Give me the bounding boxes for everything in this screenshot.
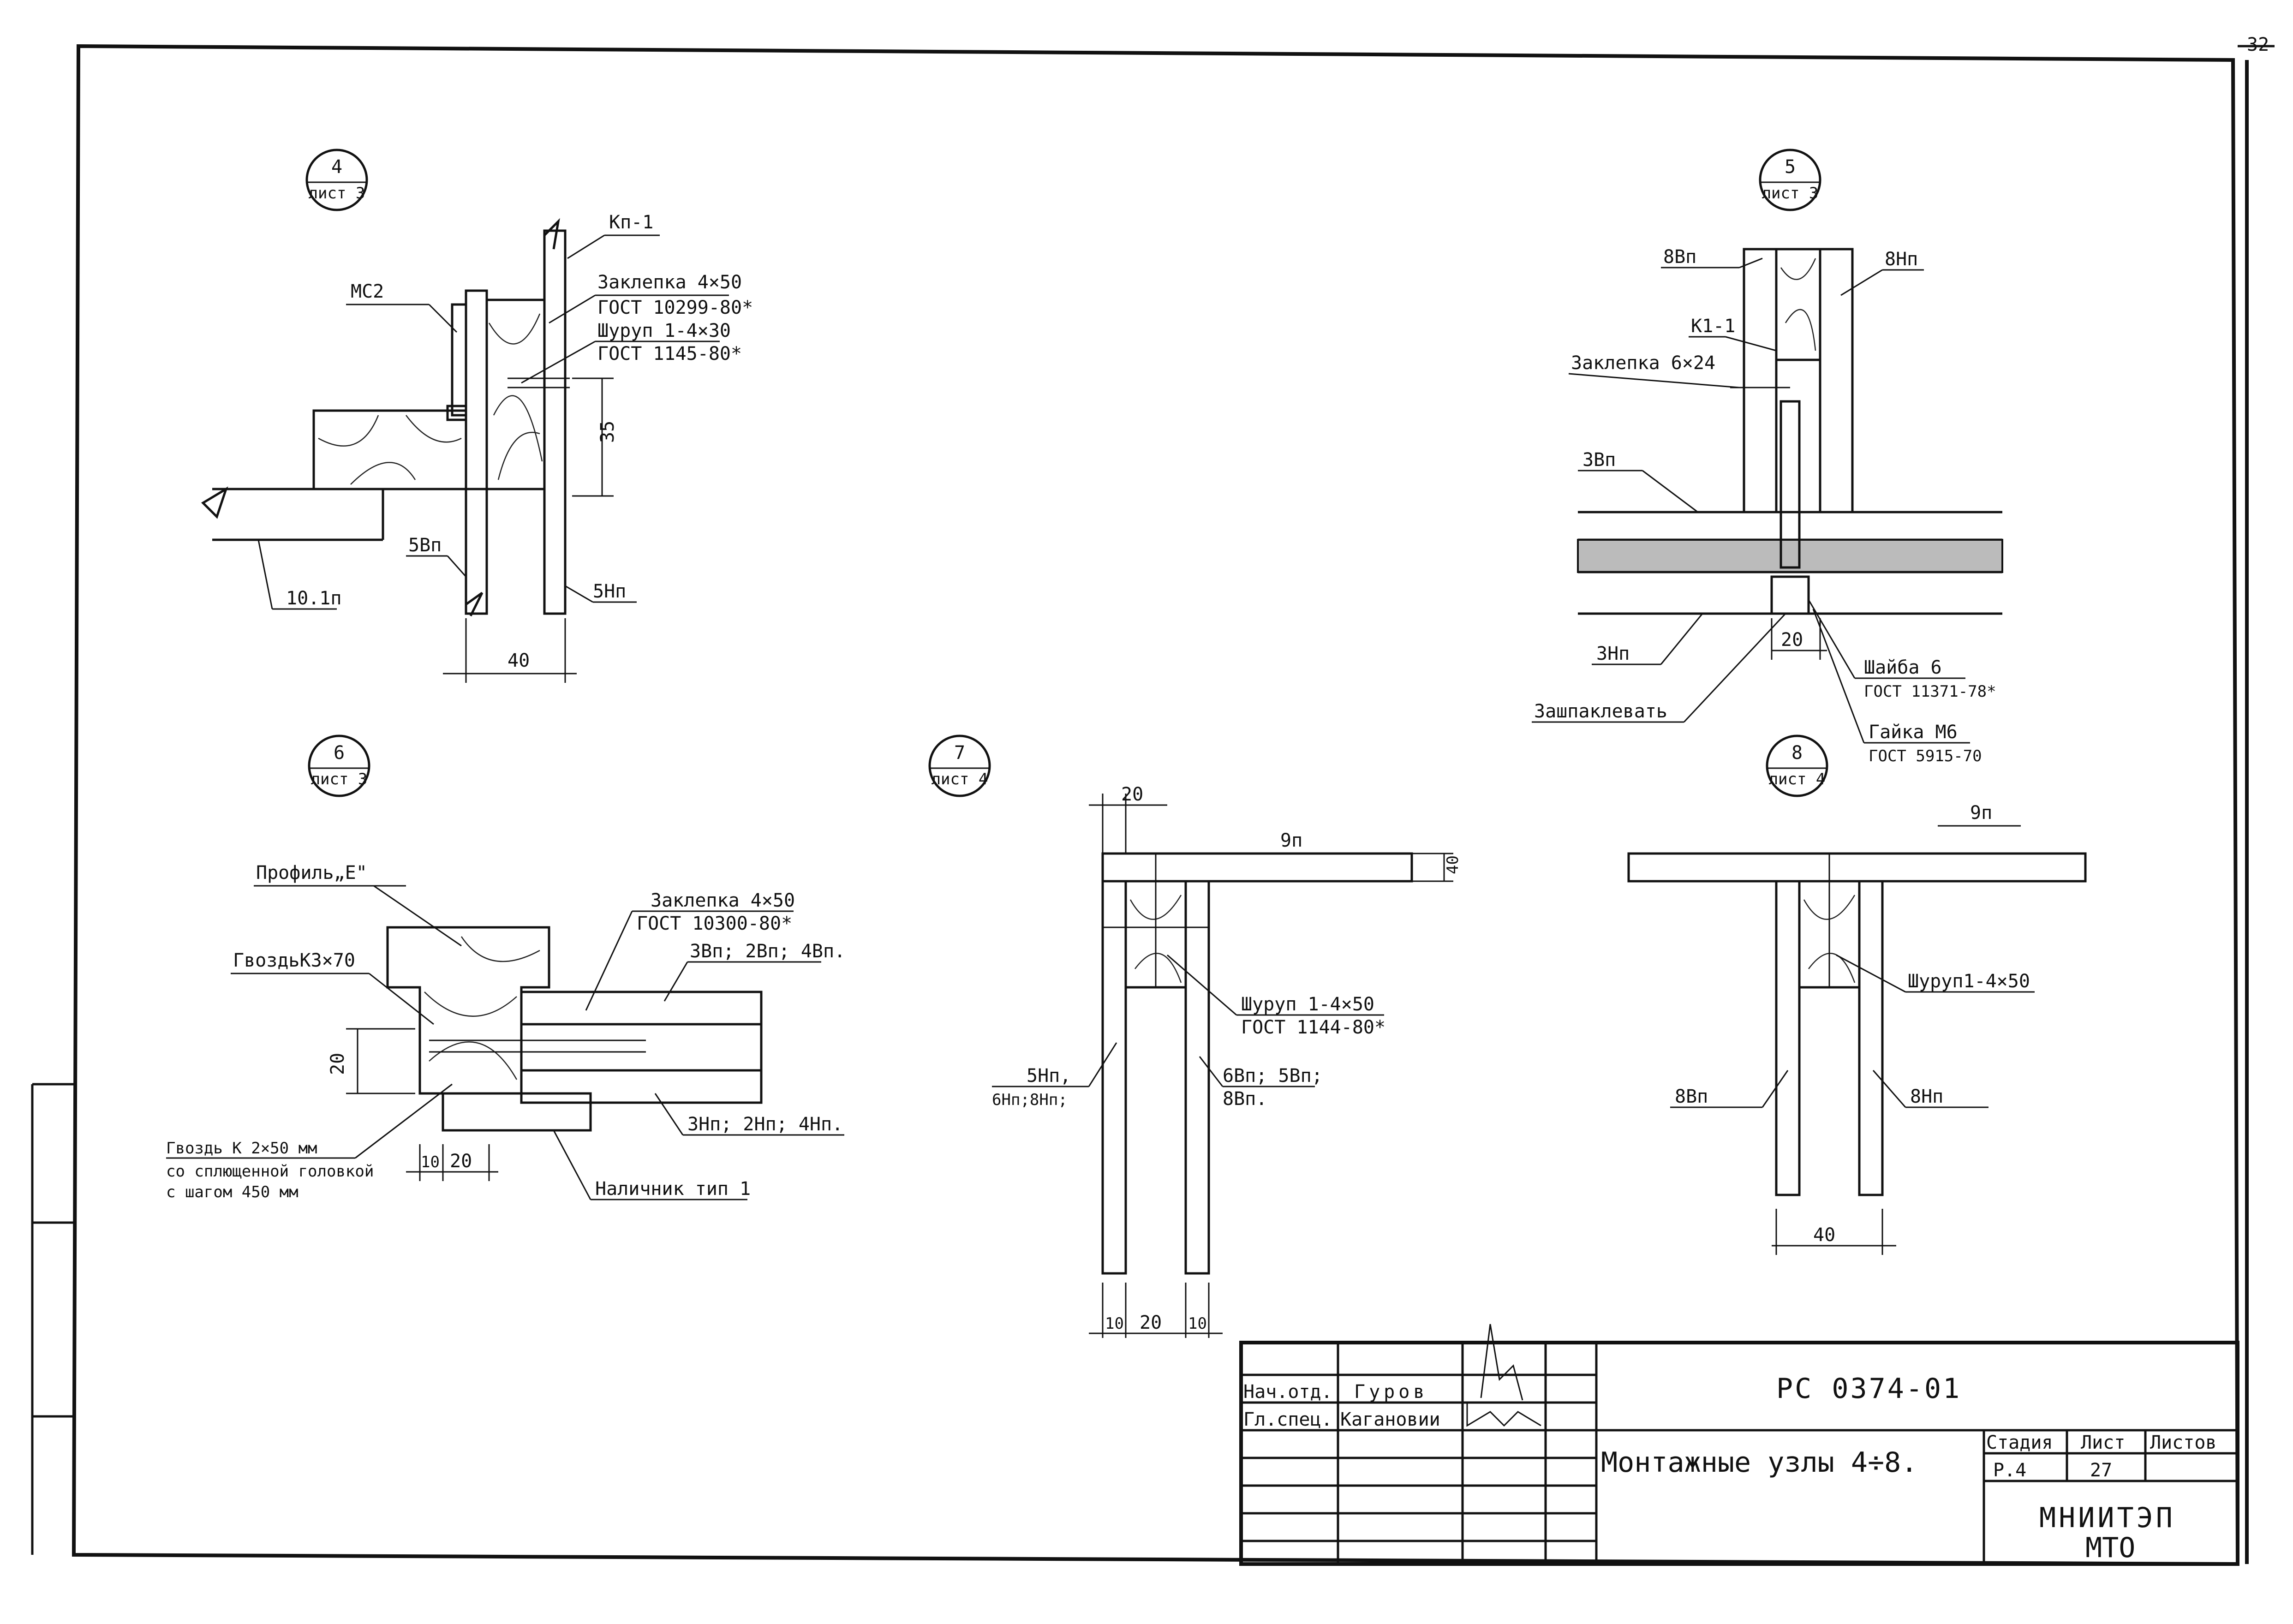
tb-sheet-value: 27 bbox=[2090, 1460, 2112, 1481]
label-panels-bottom: 3Нп; 2Нп; 4Нп. bbox=[687, 1114, 843, 1135]
sheet-number: 32 bbox=[2247, 34, 2269, 55]
node-8: 8 лист 4 9п Шуруп1-4×50 8Вп 8Нп 40 bbox=[1627, 734, 2087, 1255]
label-nut-m6: Гайка М6 bbox=[1869, 722, 1958, 743]
detail-marker-4: 4 лист 3 bbox=[305, 149, 368, 211]
label-8np: 8Нп bbox=[1885, 249, 1918, 270]
label-screw-1-4x30: Шуруп 1-4×30 bbox=[597, 320, 731, 341]
sheet-frame: 32 bbox=[31, 34, 2275, 1566]
label-washer-6: Шайба 6 bbox=[1864, 657, 1942, 678]
label-panels-top: 3Вп; 2Вп; 4Вп. bbox=[690, 941, 845, 962]
label-rivet-4x50: Заклепка 4×50 bbox=[651, 890, 795, 911]
label-screw-1-4x50: Шуруп 1-4×50 bbox=[1241, 994, 1374, 1015]
node-7: 7 лист 4 20 40 9п Шуруп 1-4×50 ГОСТ 1144… bbox=[928, 734, 1462, 1338]
dim-10-right: 10 bbox=[1188, 1314, 1207, 1333]
detail-number: 4 bbox=[331, 156, 342, 178]
label-9p: 9п bbox=[1280, 830, 1302, 851]
dim-35: 35 bbox=[597, 421, 618, 443]
detail-marker-8: 8 лист 4 bbox=[1766, 734, 1828, 797]
label-8vp: 8Вп. bbox=[1223, 1088, 1267, 1110]
node-6: 6 лист 3 20 10 20 Профиль„Е" ГвоздьК3×70… bbox=[166, 734, 845, 1201]
label-6vp-5vp: 6Вп; 5Вп; bbox=[1223, 1065, 1323, 1087]
tb-name-gurov: Гуров bbox=[1354, 1381, 1428, 1403]
dim-20: 20 bbox=[1121, 784, 1143, 805]
tb-organization: МНИИТЭП bbox=[2039, 1502, 2175, 1534]
node-4: 4 лист 3 35 40 Кп bbox=[201, 149, 753, 683]
tb-role-head-dept: Нач.отд. bbox=[1243, 1381, 1332, 1403]
label-profile-e: Профиль„Е" bbox=[256, 862, 367, 884]
detail-number: 6 bbox=[334, 742, 345, 764]
detail-marker-6: 6 лист 3 bbox=[308, 734, 370, 797]
dim-10-left: 10 bbox=[1105, 1314, 1124, 1333]
detail-number: 5 bbox=[1785, 156, 1796, 178]
label-washer-std: ГОСТ 11371-78* bbox=[1864, 682, 1996, 701]
dim-10: 10 bbox=[421, 1153, 440, 1171]
tb-stage-header: Стадия bbox=[1986, 1432, 2053, 1453]
detail-sheet: лист 3 bbox=[311, 770, 368, 788]
tb-stage-value: Р.4 bbox=[1993, 1460, 2026, 1481]
tb-drawing-title: Монтажные узлы 4÷8. bbox=[1601, 1446, 1917, 1479]
label-nail-k2x50-line2: со сплющенной головкой bbox=[166, 1162, 374, 1181]
label-3np: 3Нп bbox=[1596, 643, 1630, 664]
detail-marker-5: 5 лист 3 bbox=[1759, 149, 1821, 211]
label-k1-1: К1-1 bbox=[1691, 316, 1735, 337]
detail-sheet: лист 3 bbox=[309, 184, 365, 203]
label-8vp: 8Вп bbox=[1663, 246, 1696, 268]
detail-sheet: лист 4 bbox=[1769, 770, 1826, 788]
label-8vp: 8Вп bbox=[1675, 1086, 1708, 1107]
tb-role-chief-spec: Гл.спец. bbox=[1243, 1409, 1332, 1430]
tb-department: МТО bbox=[2085, 1532, 2135, 1564]
label-9p: 9п bbox=[1970, 802, 1992, 824]
tb-name-kaganovich: Кагановии bbox=[1340, 1409, 1440, 1430]
label-screw-std: ГОСТ 1144-80* bbox=[1241, 1017, 1385, 1038]
label-rivet-std: ГОСТ 10300-80* bbox=[637, 913, 792, 934]
label-3vp: 3Вп bbox=[1582, 449, 1616, 471]
label-trim-type-1: Наличник тип 1 bbox=[595, 1178, 751, 1200]
detail-marker-7: 7 лист 4 bbox=[928, 734, 991, 797]
label-5vp: 5Вп bbox=[408, 535, 442, 556]
dim-40: 40 bbox=[1444, 855, 1462, 874]
label-screw-1-4x50: Шуруп1-4×50 bbox=[1908, 971, 2030, 992]
dim-40: 40 bbox=[1813, 1224, 1835, 1246]
label-nail-k2x50-line1: Гвоздь К 2×50 мм bbox=[166, 1139, 317, 1158]
label-5np: 5Нп bbox=[593, 581, 626, 602]
label-rivet-std: ГОСТ 10299-80* bbox=[597, 297, 753, 318]
label-mc2: МС2 bbox=[351, 281, 384, 302]
signature-gurov bbox=[1480, 1324, 1523, 1401]
label-nut-std: ГОСТ 5915-70 bbox=[1869, 747, 1982, 765]
label-kp1: Кп-1 bbox=[609, 212, 653, 233]
node-5: 5 лист 3 20 8Вп 8Нп К1-1 Заклепка 6×24 3… bbox=[1532, 149, 2003, 765]
tb-sheet-header: Лист bbox=[2081, 1432, 2125, 1453]
signature-kaganovich bbox=[1466, 1403, 1541, 1427]
label-rivet-4x50: Заклепка 4×50 bbox=[597, 272, 742, 293]
dim-20: 20 bbox=[1140, 1312, 1162, 1333]
dim-20: 20 bbox=[450, 1151, 472, 1172]
label-8np: 8Нп bbox=[1910, 1086, 1943, 1107]
label-6np-8np: 6Нп;8Нп; bbox=[992, 1091, 1068, 1109]
dim-20-vertical: 20 bbox=[327, 1053, 348, 1075]
label-rivet-6x24: Заклепка 6×24 bbox=[1571, 352, 1715, 374]
title-block: Нач.отд. Гуров Гл.спец. Кагановии РС 037… bbox=[1239, 1324, 2239, 1566]
label-putty: Зашпаклевать bbox=[1534, 701, 1667, 722]
label-nail-k3x70: ГвоздьК3×70 bbox=[233, 950, 355, 971]
dim-20: 20 bbox=[1781, 629, 1803, 651]
label-10-1p: 10.1п bbox=[286, 588, 341, 609]
detail-number: 8 bbox=[1791, 742, 1803, 764]
label-5np: 5Нп, bbox=[1027, 1065, 1071, 1087]
detail-sheet: лист 3 bbox=[1762, 184, 1819, 203]
detail-number: 7 bbox=[954, 742, 965, 764]
tb-sheets-header: Листов bbox=[2150, 1432, 2217, 1453]
label-screw-std: ГОСТ 1145-80* bbox=[597, 343, 742, 364]
dim-40: 40 bbox=[508, 650, 530, 671]
label-nail-k2x50-line3: с шагом 450 мм bbox=[166, 1183, 299, 1201]
detail-sheet: лист 4 bbox=[932, 770, 988, 788]
tb-document-code: РС 0374-01 bbox=[1776, 1373, 1961, 1405]
